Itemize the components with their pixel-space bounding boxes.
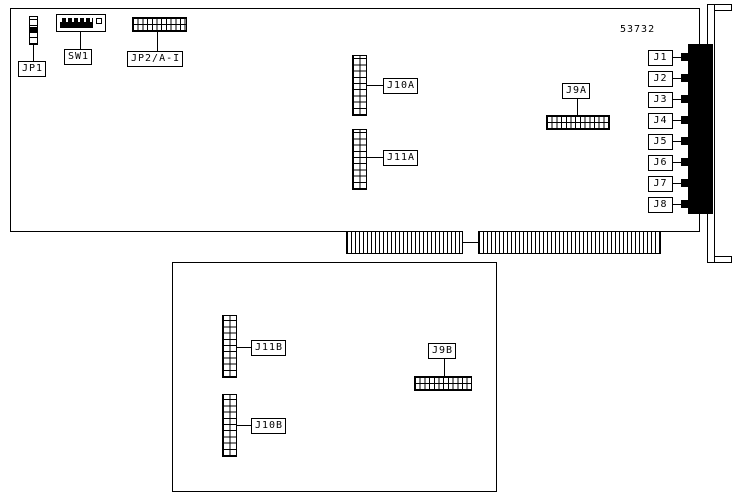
- j1-connector-pin: [681, 53, 689, 61]
- j11b-label: J11B: [251, 340, 287, 356]
- j3-leader-line: [673, 99, 682, 100]
- j9b-pin-header-icon: [414, 376, 472, 391]
- sw1-position-mark: [96, 18, 102, 24]
- jp1-label: JP1: [18, 61, 47, 77]
- j11b-pin-header-icon: [222, 315, 237, 378]
- j3-label: J3: [648, 92, 673, 108]
- bracket-top-edge: [707, 4, 732, 5]
- sw1-dip-switch-icon: [56, 14, 106, 32]
- j7-label: J7: [648, 176, 673, 192]
- edge-connector-key-notch: [462, 231, 479, 243]
- j9a-pin-header-icon: [546, 115, 610, 130]
- edge-connector-fingers-left: [346, 231, 463, 254]
- j6-leader-line: [673, 162, 682, 163]
- j10a-label: J10A: [383, 78, 419, 94]
- j10a-pin-header-icon: [352, 55, 367, 116]
- bracket-top-tab-bottom: [714, 10, 732, 11]
- j2-connector-pin: [681, 74, 689, 82]
- j8-leader-line: [673, 204, 682, 205]
- j9a-label: J9A: [562, 83, 591, 99]
- bracket-bottom-tab-side: [731, 256, 732, 263]
- j7-connector-pin: [681, 179, 689, 187]
- j10a-leader-line: [367, 85, 383, 86]
- external-connector-block: [688, 44, 713, 214]
- j4-connector-pin: [681, 116, 689, 124]
- jp2-pin-header-icon: [132, 17, 187, 32]
- j4-leader-line: [673, 120, 682, 121]
- j7-leader-line: [673, 183, 682, 184]
- jp2-leader-line: [157, 32, 158, 51]
- bracket-bottom-tab-top: [714, 256, 732, 257]
- figure-number: 53732: [620, 24, 656, 35]
- j5-leader-line: [673, 141, 682, 142]
- bracket-inner-line: [714, 4, 715, 263]
- edge-connector-fingers-right: [478, 231, 661, 254]
- j10b-pin-header-icon: [222, 394, 237, 457]
- j5-label: J5: [648, 134, 673, 150]
- sw1-label: SW1: [64, 49, 93, 65]
- bracket-bottom-edge: [707, 262, 732, 263]
- jp1-jumper-icon: [29, 16, 38, 45]
- j9a-leader-line: [577, 99, 578, 115]
- j10b-label: J10B: [251, 418, 287, 434]
- jp2-label: JP2/A-I: [127, 51, 184, 67]
- j11a-pin-header-icon: [352, 129, 367, 190]
- j9b-leader-line: [444, 359, 445, 376]
- j1-leader-line: [673, 57, 682, 58]
- j1-label: J1: [648, 50, 673, 66]
- j6-label: J6: [648, 155, 673, 171]
- jp1-leader-line: [33, 45, 34, 61]
- j11a-leader-line: [367, 157, 383, 158]
- j8-label: J8: [648, 197, 673, 213]
- j9b-label: J9B: [428, 343, 457, 359]
- j3-connector-pin: [681, 95, 689, 103]
- j5-connector-pin: [681, 137, 689, 145]
- j6-connector-pin: [681, 158, 689, 166]
- sw1-switch-band: [60, 18, 93, 28]
- sw1-leader-line: [80, 32, 81, 49]
- bracket-top-tab-side: [731, 4, 732, 11]
- j8-connector-pin: [681, 200, 689, 208]
- j10b-leader-line: [237, 425, 251, 426]
- j11b-leader-line: [237, 347, 251, 348]
- j11a-label: J11A: [383, 150, 419, 166]
- j4-label: J4: [648, 113, 673, 129]
- j2-label: J2: [648, 71, 673, 87]
- j2-leader-line: [673, 78, 682, 79]
